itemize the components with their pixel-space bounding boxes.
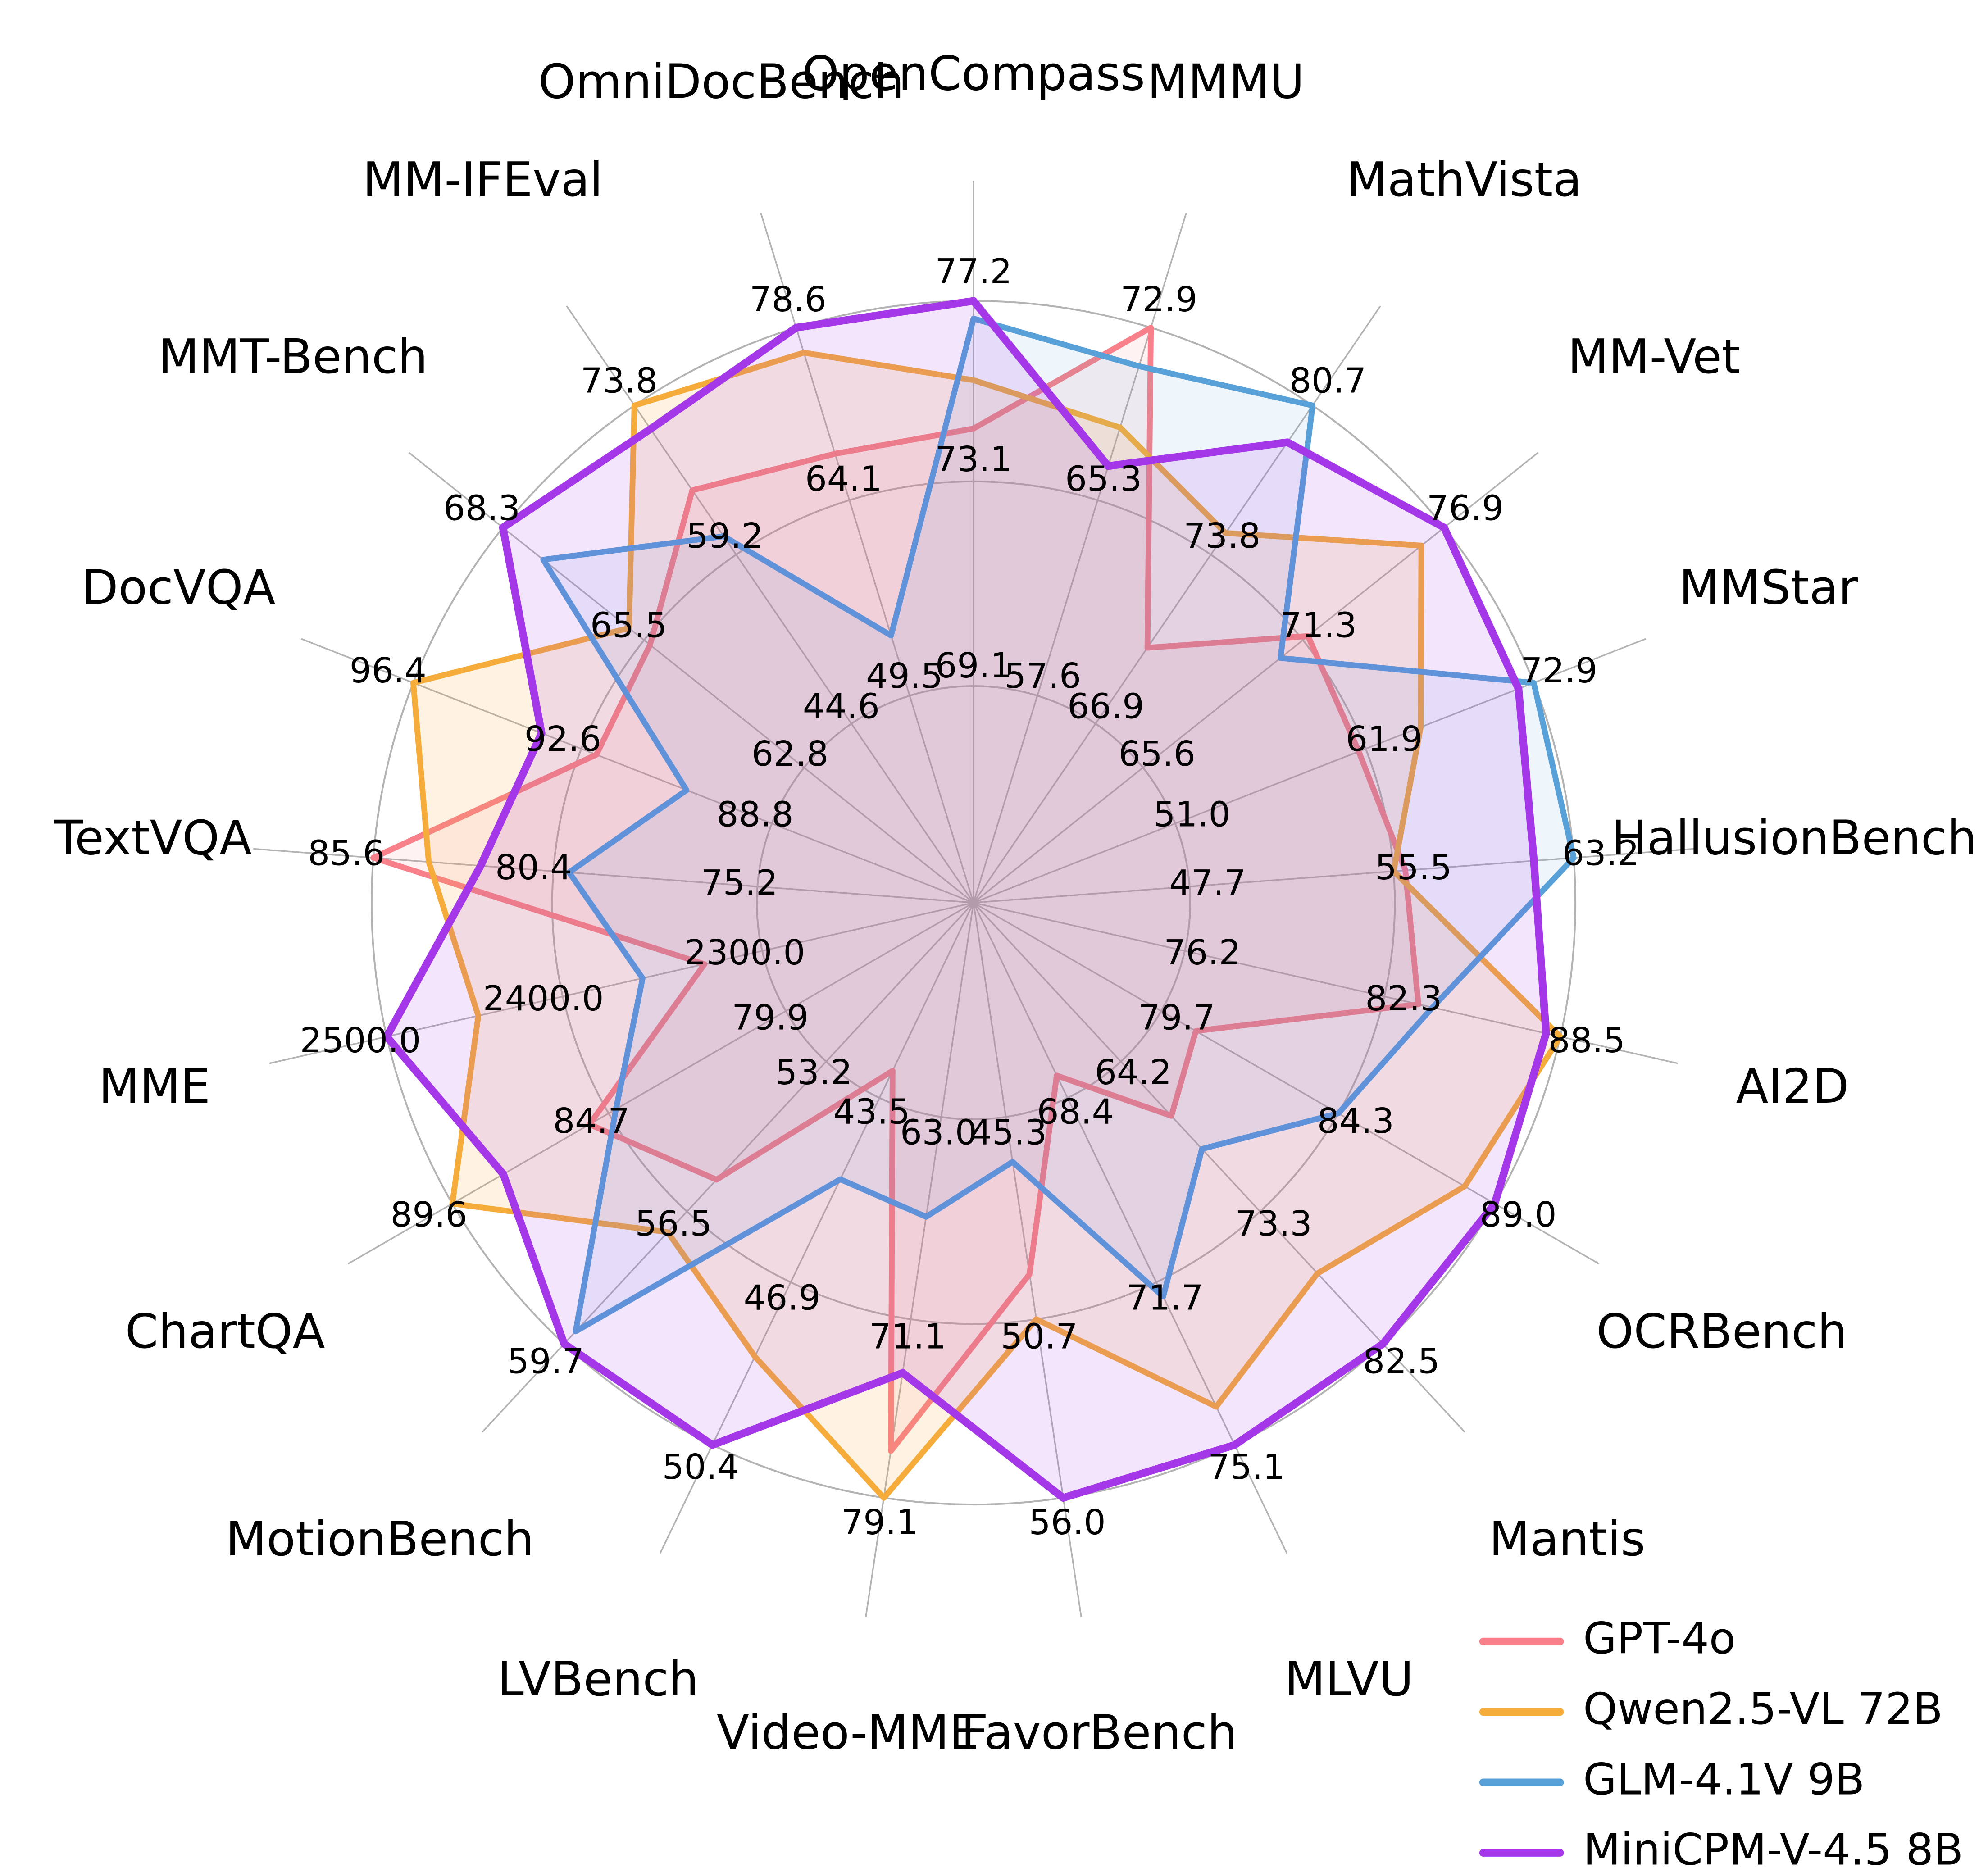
series-polygon-qwen2-5-vl-72b [410, 350, 1563, 1501]
axis-label-mm-ifeval: MM-IFEval [363, 152, 603, 207]
tick-label-mm-vet-1: 71.3 [1280, 605, 1357, 645]
axis-label-docvqa: DocVQA [82, 559, 276, 615]
axis-label-ai2d: AI2D [1736, 1059, 1849, 1114]
tick-label-opencompass-2: 77.2 [935, 252, 1012, 292]
tick-label-mm-ifeval-1: 59.2 [687, 516, 764, 556]
tick-label-hallusionbench-1: 55.5 [1375, 848, 1452, 888]
tick-label-ocrbench-0: 79.7 [1138, 998, 1215, 1038]
tick-label-favorbench-1: 50.7 [1001, 1317, 1078, 1357]
tick-label-omnidocbench-0: 49.5 [866, 656, 943, 696]
axis-label-omnidocbench: OmniDocBench [538, 54, 904, 109]
series-polygon-minicpm-v-4-5-8b [382, 297, 1550, 1502]
tick-label-mathvista-0: 66.9 [1067, 687, 1144, 727]
tick-label-mmstar-2: 72.9 [1520, 651, 1597, 691]
tick-label-video-mme-2: 79.1 [841, 1503, 918, 1543]
tick-label-mmmu-0: 57.6 [1004, 656, 1081, 696]
axis-label-motionbench: MotionBench [226, 1511, 534, 1567]
tick-label-ocrbench-1: 84.3 [1317, 1101, 1394, 1141]
tick-label-docvqa-1: 92.6 [524, 719, 601, 759]
tick-label-chartqa-1: 84.7 [553, 1101, 630, 1141]
tick-label-docvqa-0: 88.8 [717, 795, 794, 835]
tick-label-mmmu-2: 72.9 [1120, 280, 1197, 320]
axis-label-chartqa: ChartQA [125, 1304, 325, 1359]
tick-label-textvqa-1: 80.4 [495, 848, 572, 888]
tick-label-favorbench-2: 56.0 [1029, 1503, 1106, 1543]
tick-label-mm-ifeval-0: 44.6 [803, 687, 880, 727]
tick-label-mantis-1: 73.3 [1235, 1204, 1312, 1244]
tick-label-lvbench-2: 50.4 [662, 1447, 739, 1487]
legend-label-minicpm-v-4-5-8b: MiniCPM-V-4.5 8B [1583, 1824, 1963, 1872]
axis-label-mm-vet: MM-Vet [1568, 329, 1740, 384]
tick-label-favorbench-0: 45.3 [970, 1113, 1047, 1153]
tick-label-opencompass-1: 73.1 [935, 440, 1012, 480]
axis-label-mmstar: MMStar [1679, 559, 1858, 615]
legend-label-glm-4-1v-9b: GLM-4.1V 9B [1583, 1754, 1865, 1804]
legend-label-gpt-4o: GPT-4o [1583, 1613, 1736, 1664]
axis-label-video-mme: Video-MME [717, 1704, 979, 1760]
tick-label-mmstar-0: 51.0 [1154, 795, 1231, 835]
axis-label-mmt-bench: MMT-Bench [158, 329, 428, 384]
tick-label-opencompass-0: 69.1 [935, 646, 1012, 686]
axis-label-opencompass: OpenCompass [802, 45, 1145, 101]
tick-label-ai2d-2: 88.5 [1548, 1021, 1625, 1061]
axis-label-mantis: Mantis [1489, 1511, 1645, 1567]
tick-label-ocrbench-2: 89.0 [1480, 1195, 1557, 1235]
axis-label-mmmu: MMMU [1147, 54, 1304, 109]
tick-label-motionbench-1: 56.5 [635, 1204, 712, 1244]
tick-label-mmt-bench-1: 65.5 [590, 605, 667, 645]
tick-label-docvqa-2: 96.4 [350, 651, 427, 691]
tick-label-chartqa-2: 89.6 [391, 1195, 468, 1235]
axis-label-lvbench: LVBench [497, 1651, 699, 1707]
tick-label-mathvista-1: 73.8 [1183, 516, 1260, 556]
tick-label-mathvista-2: 80.7 [1289, 361, 1366, 401]
tick-label-motionbench-0: 53.2 [775, 1053, 852, 1093]
series-polygon-glm-4-1v-9b [540, 315, 1577, 1335]
tick-label-textvqa-2: 85.6 [308, 834, 385, 874]
tick-label-mm-vet-2: 76.9 [1427, 489, 1504, 529]
tick-label-omnidocbench-2: 78.6 [750, 280, 827, 320]
axis-label-mlvu: MLVU [1284, 1651, 1414, 1707]
tick-label-omnidocbench-1: 64.1 [805, 459, 882, 499]
tick-label-mmt-bench-0: 62.8 [751, 734, 828, 774]
tick-label-motionbench-2: 59.7 [507, 1341, 584, 1381]
tick-label-mmt-bench-2: 68.3 [443, 489, 520, 529]
tick-label-hallusionbench-2: 63.2 [1562, 834, 1639, 874]
tick-label-video-mme-0: 63.0 [900, 1113, 977, 1153]
tick-label-mmstar-1: 61.9 [1346, 719, 1423, 759]
tick-label-lvbench-1: 46.9 [744, 1278, 821, 1318]
tick-label-textvqa-0: 75.2 [701, 863, 778, 903]
axis-label-ocrbench: OCRBench [1597, 1304, 1847, 1359]
legend-label-qwen2-5-vl-72b: Qwen2.5-VL 72B [1583, 1683, 1943, 1734]
tick-label-mlvu-2: 75.1 [1208, 1447, 1285, 1487]
tick-label-mme-0: 2300.0 [684, 933, 805, 973]
tick-label-mme-1: 2400.0 [483, 979, 604, 1019]
axis-label-mathvista: MathVista [1347, 152, 1582, 207]
tick-label-mlvu-0: 68.4 [1037, 1092, 1114, 1132]
tick-label-ai2d-0: 76.2 [1164, 933, 1241, 973]
tick-label-ai2d-1: 82.3 [1365, 979, 1442, 1019]
tick-label-video-mme-1: 71.1 [869, 1317, 946, 1357]
tick-label-mm-ifeval-2: 73.8 [581, 361, 658, 401]
tick-label-mantis-2: 82.5 [1363, 1341, 1440, 1381]
tick-label-mantis-0: 64.2 [1095, 1053, 1172, 1093]
axis-label-textvqa: TextVQA [54, 810, 252, 865]
tick-label-mme-2: 2500.0 [300, 1021, 421, 1061]
axis-label-hallusionbench: HallusionBench [1611, 810, 1977, 865]
axis-label-mme: MME [99, 1059, 210, 1114]
series-polygon-gpt-4o [370, 325, 1421, 1454]
tick-label-mmmu-1: 65.3 [1065, 459, 1142, 499]
tick-label-chartqa-0: 79.9 [732, 998, 809, 1038]
tick-label-hallusionbench-0: 47.7 [1169, 863, 1246, 903]
tick-label-mm-vet-0: 65.6 [1119, 734, 1196, 774]
tick-label-lvbench-0: 43.5 [833, 1092, 910, 1132]
tick-label-mlvu-1: 71.7 [1127, 1278, 1204, 1318]
axis-label-favorbench: FavorBench [961, 1704, 1237, 1760]
